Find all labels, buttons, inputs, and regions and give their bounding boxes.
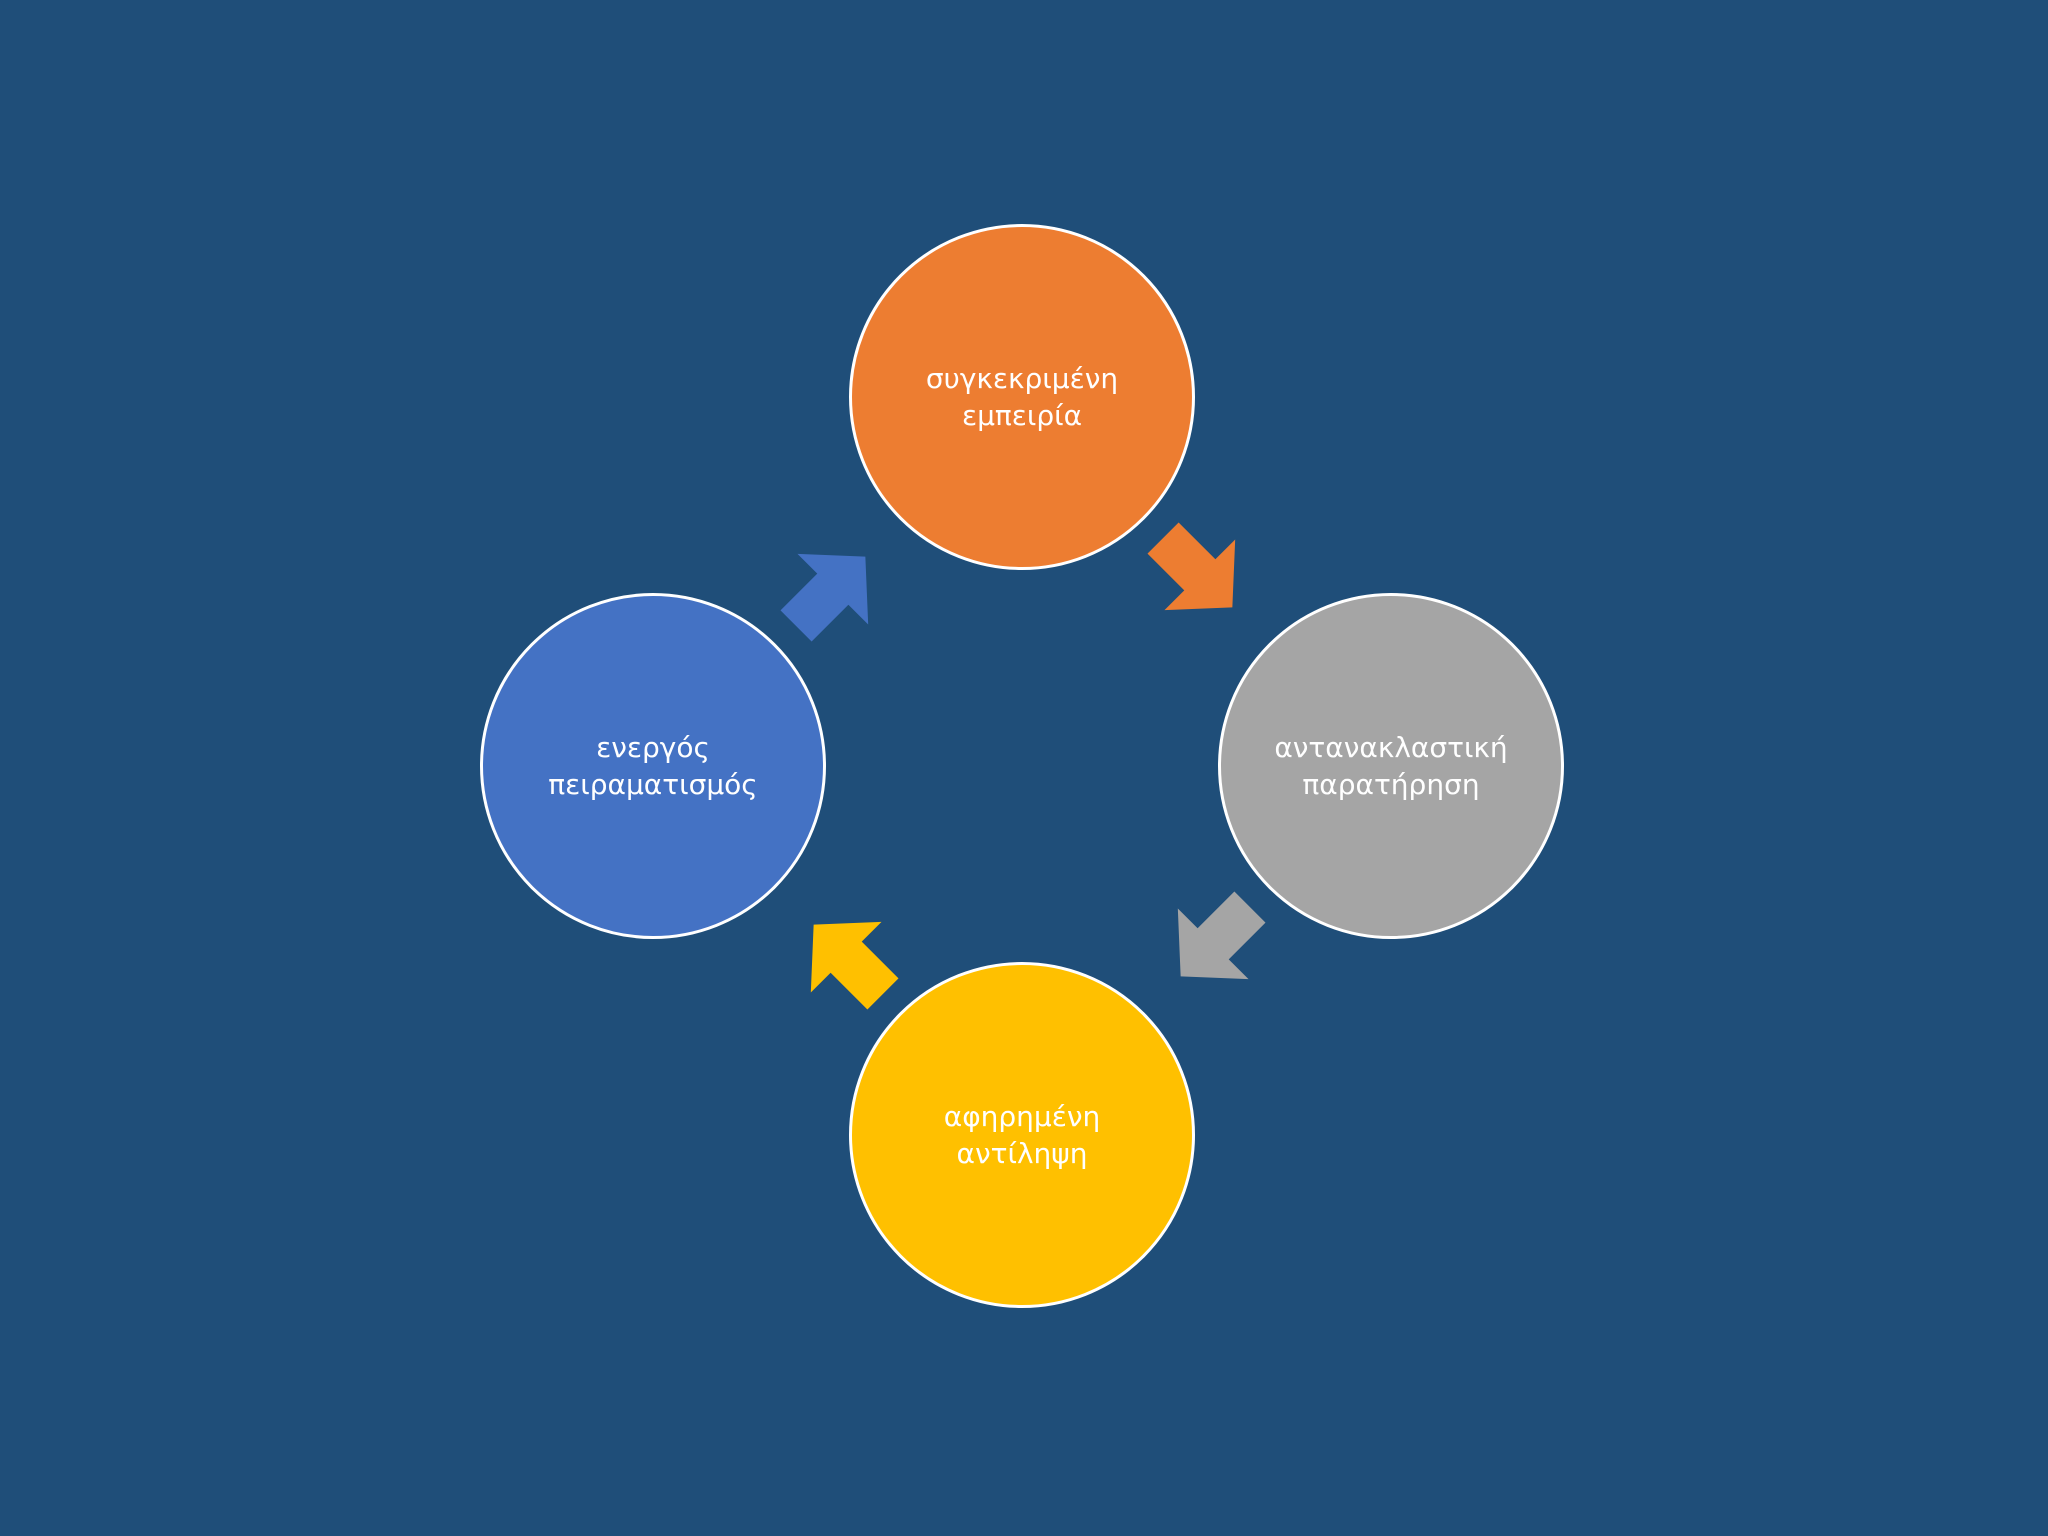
arrow-experimentation-to-experience <box>780 553 869 642</box>
node-abstract-conceptualization: αφηρημένη αντίληψη <box>849 962 1195 1308</box>
arrow-conceptualization-to-experimentation <box>810 921 899 1010</box>
node-concrete-experience: συγκεκριμένη εμπειρία <box>849 224 1195 570</box>
node-active-experimentation: ενεργός πειραματισμός <box>480 593 826 939</box>
node-label-concrete-experience: συγκεκριμένη εμπειρία <box>925 362 1119 432</box>
arrow-experience-to-observation <box>1147 522 1236 611</box>
node-label-active-experimentation: ενεργός πειραματισμός <box>548 731 758 801</box>
node-label-abstract-conceptualization: αφηρημένη αντίληψη <box>943 1100 1101 1170</box>
node-reflective-observation: αντανακλαστική παρατήρηση <box>1218 593 1564 939</box>
arrow-observation-to-conceptualization <box>1177 891 1266 980</box>
node-label-reflective-observation: αντανακλαστική παρατήρηση <box>1274 731 1508 801</box>
